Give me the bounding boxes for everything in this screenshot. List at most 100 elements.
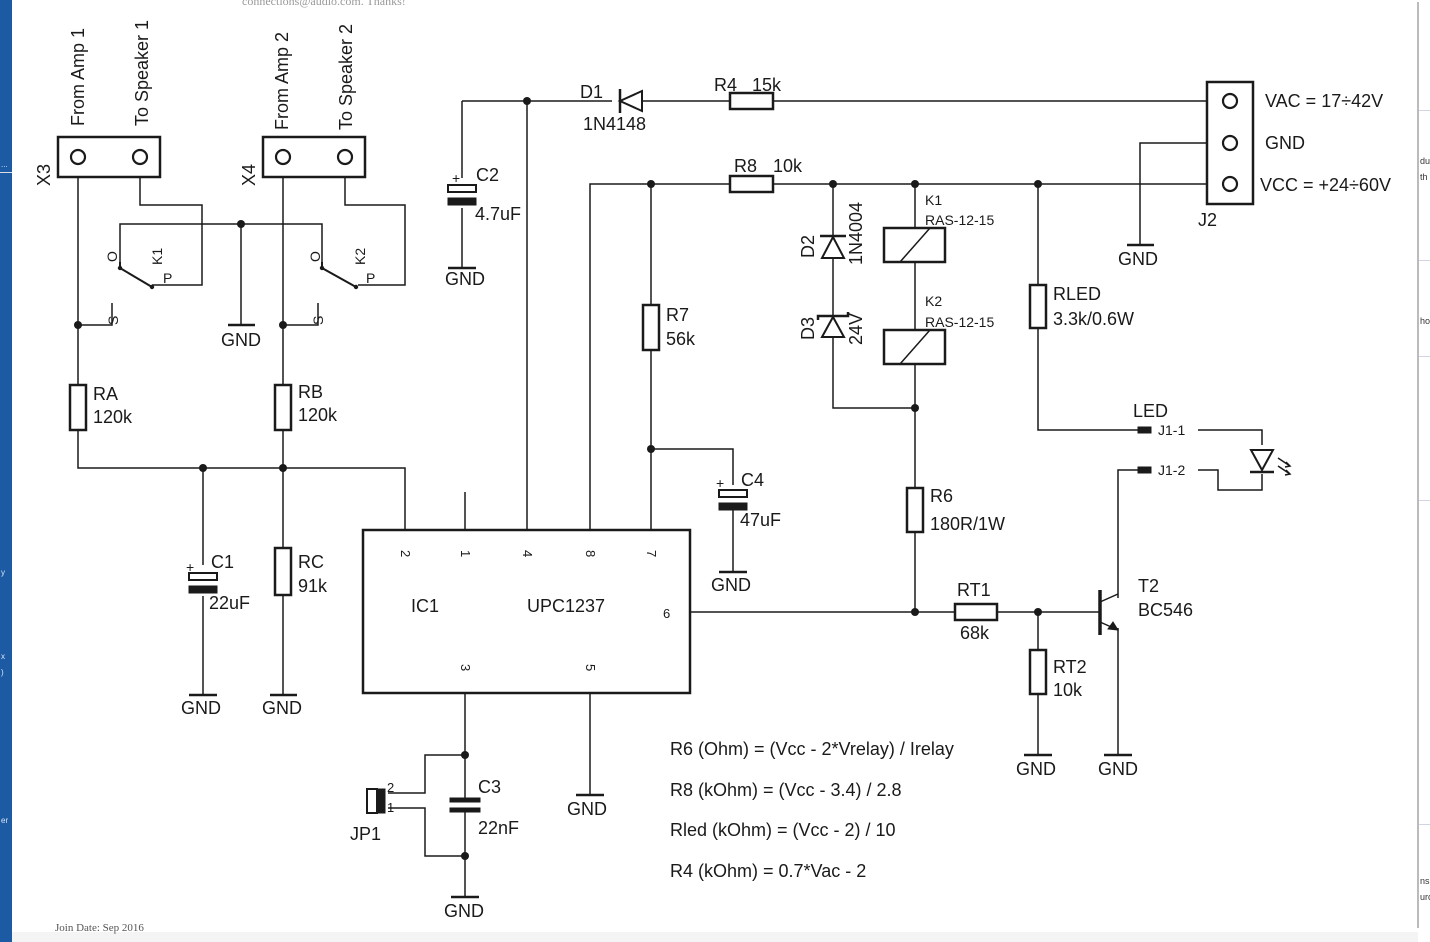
transistor-t2: T2 BC546 — [1098, 576, 1193, 635]
capacitor-c4: + C4 47uF — [716, 470, 781, 530]
connector-pin-label: J1-2 — [1158, 462, 1185, 478]
wire — [344, 157, 406, 286]
ground-label: GND — [444, 901, 484, 921]
connector-pin — [1221, 92, 1239, 110]
zener-cathode-bar — [816, 312, 850, 320]
ic-part-number: UPC1237 — [527, 596, 605, 616]
resistor-body — [728, 91, 775, 111]
component-ref: C1 — [211, 552, 234, 572]
resistor-r8: R8 10k — [728, 156, 803, 194]
contact-label: P — [366, 270, 375, 286]
component-ref: R8 — [734, 156, 757, 176]
right-background-panel: du th ho ns urc — [1418, 0, 1430, 942]
ic-pin-number: 8 — [583, 550, 598, 557]
ic-pin-number: 4 — [520, 550, 535, 557]
ground-label: GND — [1118, 249, 1158, 269]
ic-pin-number: 2 — [398, 550, 413, 557]
led-arrow — [1277, 457, 1292, 468]
resistor-body — [728, 174, 775, 194]
component-value: 24V — [846, 313, 866, 345]
ic1-upc1237: IC1 UPC1237 2 1 4 8 7 6 3 5 — [361, 528, 692, 695]
resistor-body — [641, 303, 661, 352]
capacitor-plate-positive — [718, 489, 748, 498]
junction-dot — [461, 751, 469, 759]
connector-title: LED — [1133, 401, 1168, 421]
component-value: 15k — [752, 75, 782, 95]
capacitor-plate — [449, 807, 481, 813]
component-value: 10k — [1053, 680, 1083, 700]
image-frame — [24, 2, 1419, 928]
ic-body — [361, 528, 692, 695]
junction-dot — [279, 464, 287, 472]
wire — [1198, 429, 1263, 445]
relay-coil-k2: K2 RAS-12-15 — [882, 293, 994, 366]
component-ref: RLED — [1053, 284, 1101, 304]
resistor-rb: RB 120k — [273, 382, 338, 432]
resistor-r4: R4 15k — [714, 75, 782, 111]
contact-label: S — [310, 316, 326, 325]
wire — [78, 303, 113, 326]
schematic-sheet — [12, 0, 1418, 933]
contact-pivot — [149, 284, 155, 290]
contact-pivot — [117, 265, 123, 271]
relay-contact-k2: O K2 P S — [307, 248, 375, 325]
component-value: 120k — [93, 407, 133, 427]
contact-label: O — [104, 251, 120, 262]
junction-dot — [911, 404, 919, 412]
component-value: 10k — [773, 156, 803, 176]
junction-dot — [237, 220, 245, 228]
resistor-rc: RC 91k — [273, 546, 328, 597]
jumper-pin-label: 1 — [387, 800, 394, 815]
wire — [388, 754, 465, 794]
ic-pin-number: 3 — [458, 664, 473, 671]
formula-line: R4 (kOhm) = 0.7*Vac - 2 — [670, 861, 866, 881]
junction-dot — [911, 608, 919, 616]
transistor-emitter-arrow — [1107, 621, 1119, 631]
component-value: 68k — [960, 623, 990, 643]
connector-x3: X3 From Amp 1 To Speaker 1 — [34, 20, 162, 186]
junction-dot — [461, 852, 469, 860]
connector-pin — [336, 148, 354, 166]
connector-body — [261, 135, 367, 179]
relay-coil-diagonal — [899, 227, 931, 263]
component-value: RAS-12-15 — [925, 212, 994, 228]
ground-symbol: GND — [567, 793, 607, 819]
capacitor-plate-negative — [447, 197, 477, 206]
wire — [283, 303, 319, 326]
ground-label: GND — [711, 575, 751, 595]
connector-body — [56, 135, 162, 179]
right-panel-divider — [1418, 500, 1430, 501]
formula-line: R6 (Ohm) = (Vcc - 2*Vrelay) / Irelay — [670, 739, 954, 759]
wire — [1037, 328, 1138, 431]
connector-pin-label: To Speaker 1 — [132, 20, 152, 126]
wire — [651, 448, 734, 485]
contact-ref-label: K2 — [352, 248, 368, 265]
connector-ref-label: X3 — [34, 164, 54, 186]
component-value: 56k — [666, 329, 696, 349]
wire — [832, 338, 915, 409]
connector-pin — [131, 148, 149, 166]
component-ref: K2 — [925, 293, 942, 309]
ground-symbol: GND — [1118, 243, 1158, 269]
component-ref: C4 — [741, 470, 764, 490]
ground-label: GND — [221, 330, 261, 350]
wire — [1117, 469, 1138, 598]
ground-label: GND — [1098, 759, 1138, 779]
component-value: BC546 — [1138, 600, 1193, 620]
ground-symbols: GND GND GND GND GND GND GND GND — [181, 243, 1158, 921]
jumper-body — [376, 788, 386, 814]
contact-pivot — [353, 284, 359, 290]
junction-dot — [911, 180, 919, 188]
connector-pin-stub — [1137, 466, 1152, 474]
wire — [388, 807, 465, 857]
left-panel-fragment: er — [1, 816, 9, 825]
junction-dot — [647, 180, 655, 188]
capacitor-c2: + C2 4.7uF — [447, 165, 521, 224]
component-value: 4.7uF — [475, 204, 521, 224]
component-ref: R4 — [714, 75, 737, 95]
wire — [77, 430, 406, 530]
resistor-rt1: RT1 68k — [953, 580, 999, 643]
component-value: 3.3k/0.6W — [1053, 309, 1134, 329]
wires — [77, 100, 1263, 897]
right-panel-fragment: du — [1420, 156, 1430, 166]
